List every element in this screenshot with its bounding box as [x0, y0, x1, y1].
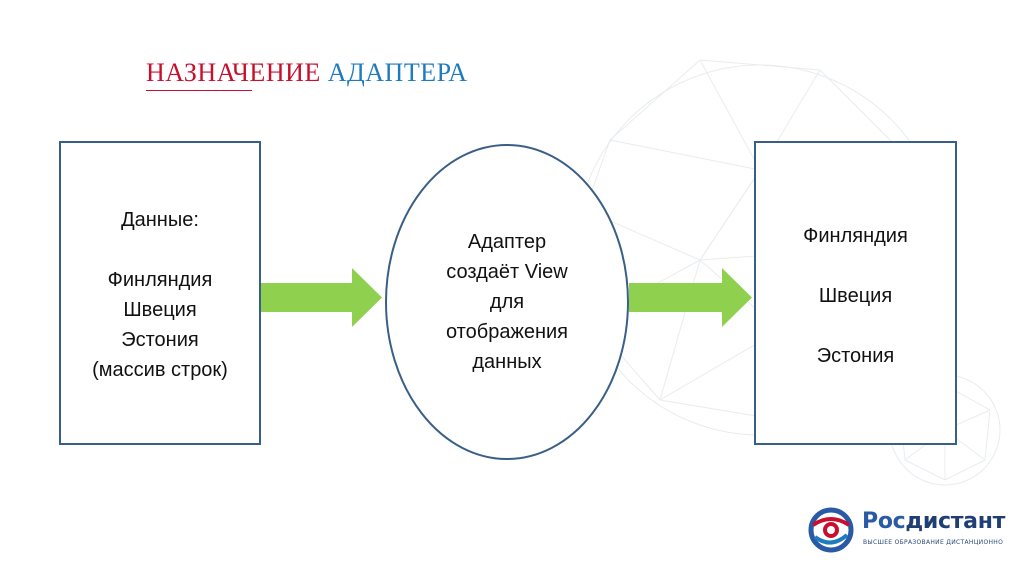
page-title: НАЗНАЧЕНИЕ АДАПТЕРА [146, 58, 468, 88]
data-note: (массив строк) [92, 359, 228, 381]
view-item: Швеция [818, 285, 893, 307]
title-part-blue: АДАПТЕРА [327, 58, 468, 87]
data-item: Финляндия [107, 269, 213, 291]
adapter-line: Адаптер [467, 231, 547, 253]
adapter-line: для [489, 291, 525, 313]
data-item: Эстония [121, 329, 199, 351]
adapter-line: отображения [446, 321, 568, 343]
title-underline [146, 90, 252, 91]
view-item: Эстония [816, 345, 895, 367]
arrow-data-to-adapter [261, 268, 382, 327]
logo-tagline: ВЫСШЕЕ ОБРАЗОВАНИЕ ДИСТАНЦИОННО [863, 539, 1004, 546]
adapter-ellipse: Адаптер создаёт View для отображения дан… [384, 143, 630, 461]
rosdistant-emblem-icon [808, 507, 854, 553]
data-heading: Данные: [121, 209, 199, 231]
data-source-box: Данные: Финляндия Швеция Эстония (массив… [59, 141, 261, 445]
arrow-adapter-to-view [629, 268, 752, 327]
data-item: Швеция [123, 299, 197, 321]
adapter-line: создаёт View [446, 261, 568, 283]
rosdistant-logo: Росдистант ВЫСШЕЕ ОБРАЗОВАНИЕ ДИСТАНЦИОН… [807, 505, 1005, 557]
view-item: Финляндия [803, 225, 908, 247]
logo-name: Росдистант [862, 509, 1006, 534]
view-output-box: Финляндия Швеция Эстония [754, 141, 957, 445]
adapter-line: данных [472, 351, 542, 373]
title-part-red: НАЗНАЧЕНИЕ [146, 58, 321, 87]
